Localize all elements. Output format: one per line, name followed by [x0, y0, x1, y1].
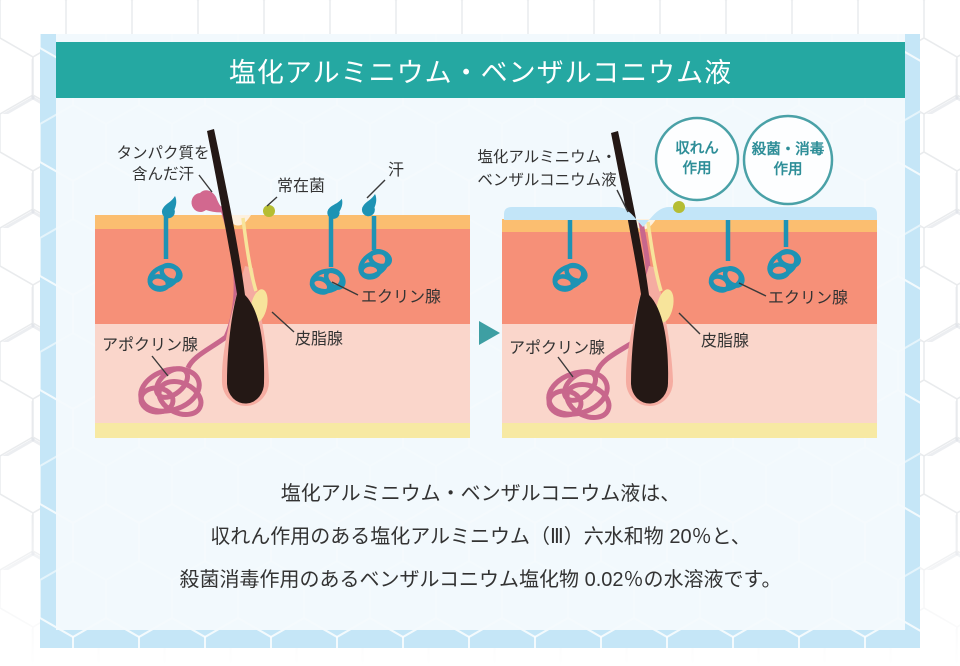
- label-solution: 塩化アルミニウム・ ベンザルコニウム液: [467, 146, 627, 192]
- disinfect-badge-line2: 作用: [773, 162, 803, 178]
- leader-lines-after: [557, 189, 767, 378]
- label-protein-sweat-line1: タンパク質を: [116, 145, 210, 162]
- sebaceous-gland-after: [646, 221, 674, 323]
- astringent-badge-line2: 作用: [682, 161, 712, 177]
- label-solution-line1: 塩化アルミニウム・: [477, 149, 617, 166]
- label-protein-sweat: タンパク質を 含んだ汗: [104, 143, 222, 185]
- description-line3: 殺菌消毒作用のあるベンザルコニウム塩化物 0.02％の水溶液です。: [179, 569, 782, 591]
- disinfect-badge-line1: 殺菌・消毒: [751, 142, 825, 158]
- hex-top-overlap: [0, 0, 960, 34]
- label-eccrine-after: エクリン腺: [768, 290, 849, 307]
- leader-lines-before: [151, 174, 386, 377]
- disinfect-badge: 殺菌・消毒 作用: [740, 140, 836, 180]
- description-line1: 塩化アルミニウム・ベンザルコニウム液は、: [280, 483, 681, 505]
- astringent-badge-line1: 収れん: [675, 141, 719, 157]
- action-badges: [654, 114, 834, 206]
- skin-diagram-after: [502, 114, 877, 438]
- label-eccrine-before: エクリン腺: [361, 289, 442, 306]
- disinfect-badge-circle: [742, 114, 834, 206]
- solution-liquid-layer: [504, 207, 877, 227]
- label-apocrine-after: アポクリン腺: [509, 340, 606, 357]
- label-resident-bacteria: 常在菌: [277, 178, 326, 195]
- eccrine-glands-after: [551, 220, 805, 299]
- label-solution-line2: ベンザルコニウム液: [477, 172, 617, 189]
- label-apocrine-before: アポクリン腺: [102, 337, 199, 354]
- hair-after: [611, 131, 669, 404]
- bacteria-dot-after: [673, 201, 685, 213]
- label-sweat: 汗: [388, 162, 405, 179]
- protein-sweat-droplet: [191, 190, 226, 213]
- astringent-badge-circle: [654, 116, 740, 202]
- label-sebaceous-before: 皮脂腺: [295, 331, 344, 348]
- skin-layers-before: [95, 215, 470, 438]
- eccrine-glands-before: [146, 216, 396, 301]
- transform-arrow-icon: [479, 321, 500, 345]
- title-bar: 塩化アルミニウム・ベンザルコニウム液: [56, 42, 905, 98]
- label-sebaceous-after: 皮脂腺: [701, 333, 750, 350]
- astringent-badge: 収れん 作用: [649, 139, 745, 179]
- description-line2: 収れん作用のある塩化アルミニウム（Ⅲ）六水和物 20％と、: [210, 526, 751, 548]
- hair-before: [207, 129, 265, 404]
- description-block: 塩化アルミニウム・ベンザルコニウム液は、 収れん作用のある塩化アルミニウム（Ⅲ）…: [56, 482, 905, 611]
- skin-layers-after: [502, 219, 877, 438]
- page-title: 塩化アルミニウム・ベンザルコニウム液: [228, 57, 733, 88]
- skin-diagram-before: [95, 129, 470, 438]
- label-protein-sweat-line2: 含んだ汗: [131, 166, 194, 183]
- bacteria-dot-before: [263, 205, 275, 217]
